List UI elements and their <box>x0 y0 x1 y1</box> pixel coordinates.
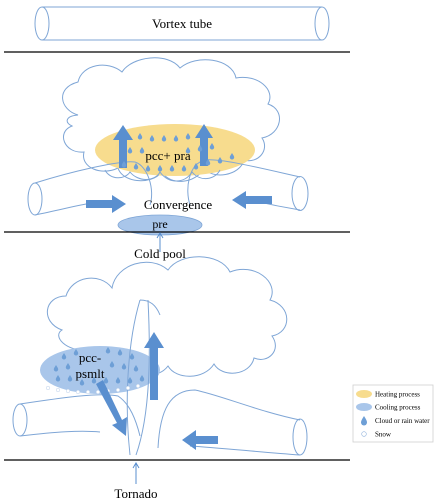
tornado-funnel <box>126 299 161 456</box>
snow-icon <box>75 389 81 395</box>
droplet-icon <box>79 379 85 386</box>
droplet-icon <box>197 145 203 152</box>
cooling-label-pre: pre <box>152 217 167 231</box>
snow-icon <box>135 383 141 389</box>
droplet-icon <box>209 143 215 150</box>
droplet-icon <box>185 133 191 140</box>
droplet-icon <box>127 147 133 154</box>
cooling-label-bottom-1: pcc- <box>79 350 101 365</box>
right-vortex-tube-bottom <box>157 389 301 456</box>
snow-icon <box>65 388 71 394</box>
droplet-icon <box>139 375 145 382</box>
droplet-icon <box>117 349 123 356</box>
convergence-panel: pcc+ pra Convergence pre Cold pool <box>4 57 350 261</box>
droplet-icon <box>161 135 167 142</box>
droplet-icon <box>127 377 133 384</box>
left-tube-end-bottom <box>12 403 28 437</box>
legend-drop-icon <box>361 416 367 426</box>
vortex-tube <box>42 6 322 41</box>
legend-heating-swatch <box>356 390 372 398</box>
droplet-icon <box>149 135 155 142</box>
cold-pool-pointer <box>156 232 164 252</box>
droplet-icon <box>185 147 191 154</box>
droplets-middle <box>121 133 235 172</box>
vortex-tube-left-end <box>34 6 50 41</box>
droplet-icon <box>61 353 67 360</box>
droplet-icon <box>115 377 121 384</box>
vortex-tube-panel: Vortex tube <box>4 6 350 53</box>
legend-cloud-water-label: Cloud or rain water <box>375 417 430 425</box>
snow-icon <box>115 387 121 393</box>
droplet-icon <box>193 163 199 170</box>
droplet-icon <box>121 161 127 168</box>
vortex-tube-right-end <box>314 6 330 41</box>
cooling-label-bottom-2: psmlt <box>76 366 105 381</box>
droplet-icon <box>217 157 223 164</box>
droplet-icon <box>139 147 145 154</box>
vortex-tube-title: Vortex tube <box>152 16 212 31</box>
snow-icon <box>45 385 51 391</box>
droplet-icon <box>181 165 187 172</box>
snow-icon <box>55 387 61 393</box>
droplet-icon <box>229 153 235 160</box>
droplet-icon <box>173 135 179 142</box>
droplet-icon <box>137 133 143 140</box>
droplet-icon <box>53 365 59 372</box>
legend-snow-label: Snow <box>375 431 392 439</box>
left-tube-end <box>27 182 43 216</box>
heating-region <box>95 124 255 176</box>
updraft-arrow-right <box>195 124 213 166</box>
legend-heating-label: Heating process <box>375 391 420 399</box>
right-tube-end <box>291 176 309 211</box>
updraft-arrow-bottom <box>144 332 164 400</box>
inflow-arrow-bottom <box>182 430 218 450</box>
right-tube-end-bottom <box>292 418 308 456</box>
convergence-arrow-right <box>232 191 272 209</box>
legend: Heating process Cooling process Cloud or… <box>352 384 434 443</box>
droplet-icon <box>91 377 97 384</box>
droplet-icon <box>55 375 61 382</box>
heating-label: pcc+ pra <box>145 148 190 163</box>
droplet-icon <box>169 165 175 172</box>
cloud-outline <box>62 57 280 182</box>
droplet-icon <box>103 377 109 384</box>
droplet-icon <box>205 159 211 166</box>
droplet-icon <box>133 365 139 372</box>
snow-icon <box>95 389 101 395</box>
droplet-icon <box>145 165 151 172</box>
left-vortex-tube-bottom <box>19 394 141 437</box>
droplet-icon <box>65 363 71 370</box>
tornado-panel: pcc- psmlt Tornado <box>4 256 350 500</box>
droplet-icon <box>129 353 135 360</box>
droplet-icon <box>73 349 79 356</box>
snow-icon <box>85 389 91 395</box>
droplets-bottom <box>53 347 145 386</box>
tornado-pointer <box>132 462 140 484</box>
droplet-icon <box>109 361 115 368</box>
convergence-arrow-left <box>86 195 126 213</box>
droplet-icon <box>105 347 111 354</box>
cloud-base-scallops <box>104 169 221 182</box>
convergence-label: Convergence <box>144 197 213 212</box>
droplet-icon <box>157 165 163 172</box>
snow-icon <box>125 385 131 391</box>
droplet-icon <box>133 163 139 170</box>
legend-cooling-swatch <box>356 403 372 411</box>
downdraft-arrow-bottom <box>96 380 127 436</box>
droplet-icon <box>67 375 73 382</box>
tornado-label: Tornado <box>114 486 157 500</box>
legend-snow-icon <box>361 431 367 437</box>
legend-cooling-label: Cooling process <box>375 404 421 412</box>
droplet-icon <box>121 363 127 370</box>
cold-pool-label: Cold pool <box>134 246 186 261</box>
updraft-arrow-left <box>113 125 133 168</box>
